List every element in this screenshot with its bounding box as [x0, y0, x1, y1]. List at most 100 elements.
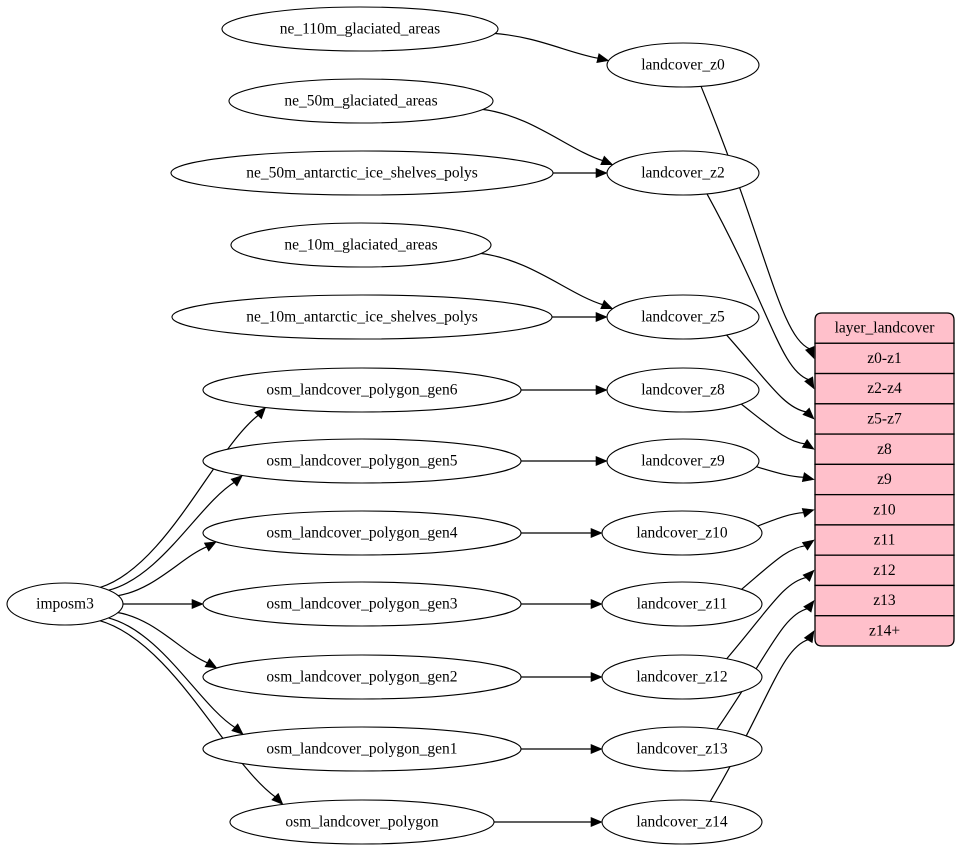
arrowhead-icon: [801, 472, 815, 482]
table-row-label: z9: [877, 471, 892, 488]
table-row-cell[interactable]: [814, 493, 955, 526]
edge-landcover-z0-to-layer-landcover-z0-z1: [700, 85, 811, 350]
edge-landcover-z8-to-layer-landcover-z8: [740, 403, 806, 445]
table-row-cell[interactable]: [814, 615, 955, 647]
landcover-view-node-landcover-z9[interactable]: landcover_z9: [606, 438, 760, 484]
node-label: osm_landcover_polygon_gen3: [266, 596, 457, 613]
natural-earth-node-ne-10m-antarctic-ice-shelves-polys[interactable]: ne_10m_antarctic_ice_shelves_polys: [171, 294, 553, 340]
edge-imposm3-to-osm-landcover-polygon-gen4: [117, 545, 208, 597]
edge-ne-110m-glaciated-areas-to-landcover-z0: [492, 32, 599, 59]
arrowhead-icon: [595, 311, 608, 323]
arrowhead-icon: [230, 474, 243, 487]
table-header-cell: [814, 312, 955, 344]
node-shape: [606, 367, 760, 413]
arrowhead-icon: [595, 384, 608, 396]
node-label: landcover_z14: [636, 814, 727, 831]
arrowhead-icon: [203, 541, 217, 552]
node-label: osm_landcover_polygon: [285, 814, 439, 831]
edge-landcover-z13-to-layer-landcover-z13: [716, 607, 809, 731]
landcover-view-node-landcover-z13[interactable]: landcover_z13: [601, 726, 763, 772]
landcover-view-node-landcover-z5[interactable]: landcover_z5: [606, 294, 760, 340]
landcover-view-node-landcover-z2[interactable]: landcover_z2: [606, 150, 760, 196]
node-label: landcover_z12: [636, 669, 727, 686]
table-row-label: z0-z1: [867, 350, 901, 367]
osm-table-node-osm-landcover-polygon-gen5[interactable]: osm_landcover_polygon_gen5: [202, 438, 522, 484]
node-label: imposm3: [36, 596, 94, 613]
osm-table-node-osm-landcover-polygon-gen6[interactable]: osm_landcover_polygon_gen6: [202, 367, 522, 413]
arrowhead-icon: [231, 723, 244, 735]
landcover-view-node-landcover-z8[interactable]: landcover_z8: [606, 367, 760, 413]
natural-earth-node-ne-10m-glaciated-areas[interactable]: ne_10m_glaciated_areas: [230, 222, 492, 268]
table-row-cell[interactable]: [814, 403, 955, 435]
arrowhead-icon: [590, 743, 603, 755]
arrowhead-icon: [802, 569, 815, 582]
osm-table-node-osm-landcover-polygon[interactable]: osm_landcover_polygon: [229, 799, 495, 845]
edge-landcover-z12-to-layer-landcover-z12: [725, 576, 808, 660]
node-label: landcover_z5: [641, 309, 725, 326]
table-row-cell[interactable]: [814, 372, 955, 405]
node-shape: [606, 42, 760, 88]
table-header-label: layer_landcover: [835, 320, 936, 337]
table-row-label: z2-z4: [867, 380, 902, 397]
arrowhead-icon: [590, 816, 603, 828]
edge-landcover-z9-to-layer-landcover-z9: [754, 465, 805, 478]
node-label: landcover_z2: [641, 165, 725, 182]
edge-landcover-z5-to-layer-landcover-z5-z7: [725, 334, 807, 413]
source-node-imposm3[interactable]: imposm3: [6, 582, 124, 626]
node-shape: [606, 294, 760, 340]
table-row-cell[interactable]: [814, 433, 955, 466]
nodes-layer: imposm3 ne_110m_glaciated_areas ne_50m_gla…: [6, 6, 763, 845]
arrowhead-icon: [600, 155, 614, 166]
arrowhead-icon: [802, 407, 815, 420]
node-label: ne_50m_glaciated_areas: [284, 93, 437, 110]
arrowhead-icon: [596, 53, 610, 63]
edge-ne-10m-glaciated-areas-to-landcover-z5: [478, 252, 604, 306]
table-row-label: z11: [874, 532, 896, 549]
arrowhead-icon: [803, 630, 815, 644]
node-shape: [171, 294, 553, 340]
arrowhead-icon: [254, 406, 267, 420]
node-shape: [202, 510, 522, 556]
osm-table-node-osm-landcover-polygon-gen2[interactable]: osm_landcover_polygon_gen2: [202, 654, 522, 700]
arrowhead-icon: [595, 167, 608, 179]
node-label: landcover_z13: [636, 741, 727, 758]
natural-earth-node-ne-50m-antarctic-ice-shelves-polys[interactable]: ne_50m_antarctic_ice_shelves_polys: [170, 150, 554, 196]
table-row-cell[interactable]: [814, 524, 955, 556]
natural-earth-node-ne-110m-glaciated-areas[interactable]: ne_110m_glaciated_areas: [221, 6, 499, 52]
landcover-view-node-landcover-z10[interactable]: landcover_z10: [601, 510, 763, 556]
arrowhead-icon: [600, 299, 614, 310]
arrowhead-icon: [801, 539, 815, 551]
node-shape: [202, 726, 522, 772]
landcover-view-node-landcover-z0[interactable]: landcover_z0: [606, 42, 760, 88]
node-label: landcover_z9: [641, 453, 725, 470]
table-row-label: z13: [873, 592, 896, 609]
edge-imposm3-to-osm-landcover-polygon-gen1: [107, 617, 236, 729]
osm-table-node-osm-landcover-polygon-gen1[interactable]: osm_landcover_polygon_gen1: [202, 726, 522, 772]
edge-landcover-z11-to-layer-landcover-z11: [740, 545, 806, 591]
landcover-view-node-landcover-z11[interactable]: landcover_z11: [601, 581, 763, 627]
node-label: osm_landcover_polygon_gen2: [266, 669, 457, 686]
edge-ne-50m-glaciated-areas-to-landcover-z2: [480, 108, 604, 162]
edge-imposm3-to-osm-landcover-polygon-gen5: [107, 481, 236, 592]
osm-table-node-osm-landcover-polygon-gen4[interactable]: osm_landcover_polygon_gen4: [202, 510, 522, 556]
landcover-view-node-landcover-z12[interactable]: landcover_z12: [601, 654, 763, 700]
node-shape: [6, 582, 124, 626]
node-shape: [202, 438, 522, 484]
arrowhead-icon: [590, 671, 603, 683]
arrowhead-icon: [271, 792, 284, 805]
table-row-cell[interactable]: [814, 554, 955, 587]
node-shape: [202, 581, 522, 627]
table-row-label: z14+: [869, 622, 900, 639]
node-shape: [202, 367, 522, 413]
arrowhead-icon: [801, 438, 815, 450]
edge-imposm3-to-osm-landcover-polygon: [98, 619, 277, 798]
node-label: osm_landcover_polygon_gen1: [266, 741, 457, 758]
table-row-cell[interactable]: [814, 342, 955, 375]
node-label: osm_landcover_polygon_gen6: [266, 382, 457, 399]
landcover-view-node-landcover-z14[interactable]: landcover_z14: [601, 799, 763, 845]
layer-landcover-table: layer_landcoverz0-z1z2-z4z5-z7z8z9z10z11…: [814, 312, 955, 647]
natural-earth-node-ne-50m-glaciated-areas[interactable]: ne_50m_glaciated_areas: [228, 78, 494, 124]
osm-table-node-osm-landcover-polygon-gen3[interactable]: osm_landcover_polygon_gen3: [202, 581, 522, 627]
edge-landcover-z2-to-layer-landcover-z2-z4: [706, 193, 810, 381]
